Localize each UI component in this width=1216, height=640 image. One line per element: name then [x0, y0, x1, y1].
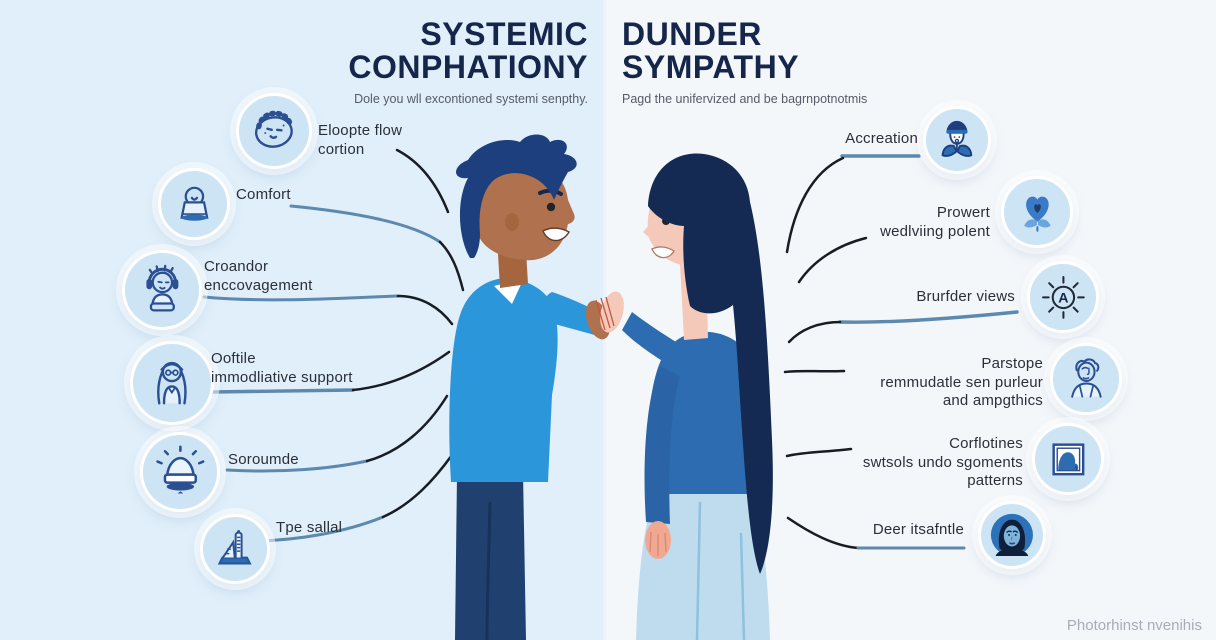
left-panel-header: SYSTEMIC CONPHATIONY Dole you wll excont… [268, 16, 588, 106]
item-label: Corflotines swtsols undo sgoments patter… [862, 435, 1023, 490]
face-portrait-icon [978, 501, 1046, 569]
item-label: Comfort [236, 186, 291, 203]
sun-letter-a-icon: A [1027, 261, 1099, 333]
man-figure [449, 134, 606, 640]
item-label: Accreation [845, 130, 918, 147]
item-label: Eloopte flow cortion [318, 122, 403, 158]
framed-portrait-icon [1032, 423, 1104, 495]
item-label: Croandor enccovagement [204, 258, 313, 294]
longhair-person-icon [130, 341, 214, 425]
item-label: Soroumde [228, 451, 299, 468]
right-title: DUNDER SYMPATHY [622, 16, 800, 86]
svg-text:A: A [1058, 290, 1068, 306]
item-label: Prowert wedlviing polent [880, 204, 990, 240]
headphones-person-icon [122, 250, 202, 330]
item-label: Parstope remmudatle sen purleur and ampg… [880, 355, 1043, 410]
right-subtitle: Pagd the unifervized and be bagrnpotnotm… [622, 91, 868, 106]
item-label: Brurfder views [916, 288, 1015, 305]
thinking-person-icon [1050, 343, 1122, 415]
item-label: Tpe sallal [276, 519, 343, 536]
brain-face-icon [236, 93, 312, 169]
left-title: SYSTEMIC CONPHATIONY [348, 16, 588, 86]
watermark-text: Photorhinst nvenihis [1066, 617, 1202, 634]
comfort-bag-icon [158, 168, 230, 240]
item-label: Ooftile immodliative support [211, 350, 353, 386]
right-panel-header: DUNDER SYMPATHY Pagd the unifervized and… [622, 16, 982, 106]
building-icon [200, 514, 270, 584]
glowing-lamp-icon [140, 432, 220, 512]
heart-in-hands-icon [1001, 176, 1073, 248]
left-subtitle: Dole you wll excontioned systemi senpthy… [354, 91, 588, 106]
item-label: Deer itsafntle [872, 521, 964, 538]
woman-figure [622, 153, 773, 640]
clasped-hands [585, 291, 624, 340]
capped-person-icon [923, 106, 991, 174]
